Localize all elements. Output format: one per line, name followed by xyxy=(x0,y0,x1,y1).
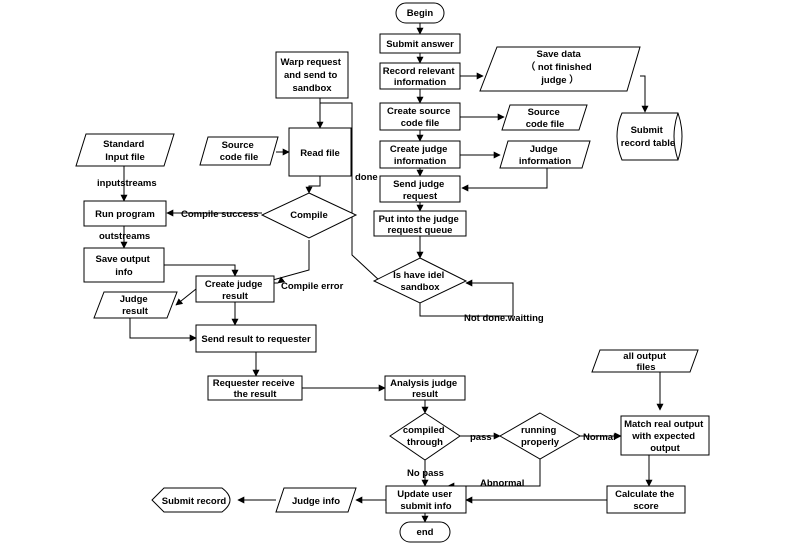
read-file-label: Read file xyxy=(300,148,340,159)
idle-sandbox-decision xyxy=(372,257,468,304)
running-properly-label: running properly xyxy=(521,425,560,448)
judge-info-io xyxy=(499,140,591,169)
label-compile-error: Compile error xyxy=(281,281,344,292)
save-output-box xyxy=(83,247,165,283)
match-output-box xyxy=(620,415,710,456)
edge-labels: done Compile success Compile error input… xyxy=(97,172,616,489)
update-submit-label: Update user submit info xyxy=(397,489,455,512)
compiled-through-decision xyxy=(389,412,461,461)
judge-result-label: Judge result xyxy=(120,294,151,317)
requester-receive-box xyxy=(207,375,303,401)
submit-record-table-store xyxy=(616,112,683,161)
label-compile-success: Compile success xyxy=(181,209,259,220)
source-file-left-io xyxy=(199,136,279,166)
submit-record-table-label: Submit record table xyxy=(621,125,675,149)
submit-answer-label: Submit answer xyxy=(386,39,454,50)
compile-label: Compile xyxy=(290,210,327,221)
edge-judgeinfo-send xyxy=(461,168,548,192)
all-output-files-io xyxy=(591,349,699,373)
source-file-left-label: Source code file xyxy=(220,140,259,163)
label-pass: pass xyxy=(470,432,492,443)
analysis-result-box xyxy=(384,375,466,401)
run-program-box xyxy=(83,200,167,227)
judge-info-out-label: Judge info xyxy=(292,496,340,507)
put-queue-box xyxy=(373,210,467,237)
submit-record-label: Submit record xyxy=(162,496,227,507)
record-info-box xyxy=(379,62,461,90)
analysis-result-label: Analysis judge result xyxy=(390,378,460,400)
create-judge-info-label: Create judge information xyxy=(390,144,450,167)
create-source-label: Create source code file xyxy=(387,106,453,129)
update-submit-box xyxy=(385,485,467,514)
nodes: Begin Submit answer Record relevant info… xyxy=(75,2,710,543)
send-judge-request-label: Send judge request xyxy=(393,179,447,202)
edge-running-abnormal xyxy=(447,458,541,490)
create-source-box xyxy=(379,102,461,131)
label-abnormal: Abnormal xyxy=(480,478,524,489)
label-inputstreams: inputstreams xyxy=(97,178,157,189)
all-output-files-label: all output files xyxy=(623,351,668,373)
edge-savedata-table xyxy=(640,75,649,113)
judge-info-out-io xyxy=(275,487,357,513)
read-file-box xyxy=(288,127,352,177)
source-file-right-io xyxy=(501,104,588,131)
begin-terminal xyxy=(395,2,445,24)
compile-decision xyxy=(260,192,358,239)
match-output-label: Match real output with expected output xyxy=(624,419,706,454)
label-outstreams: outstreams xyxy=(99,231,150,242)
create-judge-info-box xyxy=(379,140,461,169)
edge-read-compile xyxy=(305,176,321,194)
running-properly-decision xyxy=(498,412,582,460)
save-data-io xyxy=(479,46,641,92)
label-done: done xyxy=(355,172,378,183)
submit-record-display xyxy=(151,487,231,513)
label-no-pass: No pass xyxy=(407,468,444,479)
edge-createresult-judgeresult xyxy=(175,288,197,306)
end-terminal xyxy=(399,521,451,543)
send-result-label: Send result to requester xyxy=(201,334,311,345)
idle-sandbox-label: Is have idel sandbox xyxy=(393,270,447,293)
create-judge-result-label: Create judge result xyxy=(205,279,265,302)
put-queue-label: Put into the judge request queue xyxy=(379,214,462,236)
standard-input-io xyxy=(75,133,175,167)
begin-label: Begin xyxy=(407,8,434,19)
save-data-label: Save data （ not finished judge ） xyxy=(526,49,595,86)
judge-info-io-label: Judge information xyxy=(519,144,571,167)
edge-save-createresult xyxy=(164,264,239,277)
requester-receive-label: Requester receive the result xyxy=(213,378,298,400)
calculate-score-label: Calculate the score xyxy=(615,489,677,512)
calculate-score-box xyxy=(606,485,686,514)
judge-result-io xyxy=(93,291,178,319)
create-judge-result-box xyxy=(195,275,275,303)
edge-judgeresult-send xyxy=(129,318,197,342)
source-file-right-label: Source code file xyxy=(526,107,565,130)
edge-idle-notdone xyxy=(419,279,514,317)
save-output-label: Save output info xyxy=(95,254,152,278)
compiled-through-label: compiled through xyxy=(403,425,447,448)
label-normal: Normal xyxy=(583,432,616,443)
run-program-label: Run program xyxy=(95,209,155,220)
edge-alloutput-match xyxy=(648,371,664,411)
end-label: end xyxy=(417,527,434,538)
warp-request-label: Warp request and send to sandbox xyxy=(281,57,344,94)
warp-request-box xyxy=(275,51,349,99)
label-not-done-waiting: Not done.waitting xyxy=(464,313,544,324)
send-judge-request-box xyxy=(379,175,461,203)
send-result-box xyxy=(195,324,317,353)
record-info-label: Record relevant information xyxy=(383,66,457,88)
standard-input-label: Standard Input file xyxy=(103,139,147,163)
submit-answer-box xyxy=(379,33,461,54)
